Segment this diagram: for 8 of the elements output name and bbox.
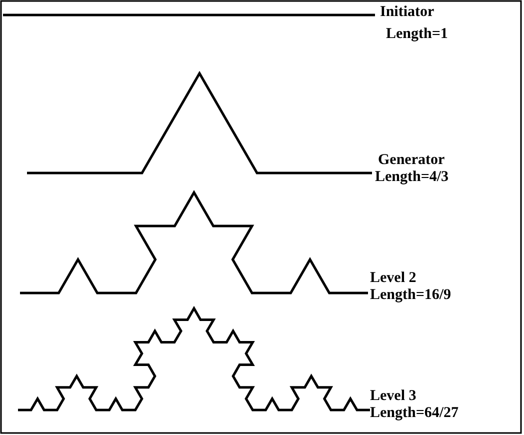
length-label: Length=1 bbox=[386, 26, 448, 42]
curve-label: Initiator bbox=[380, 4, 434, 20]
curve-label: Level 3 bbox=[370, 388, 416, 404]
curve-label: Generator bbox=[378, 152, 445, 168]
length-label: Length=16/9 bbox=[370, 287, 452, 303]
length-label: Length=4/3 bbox=[375, 169, 449, 185]
length-label: Length=64/27 bbox=[370, 405, 459, 421]
curve-label: Level 2 bbox=[370, 270, 416, 286]
